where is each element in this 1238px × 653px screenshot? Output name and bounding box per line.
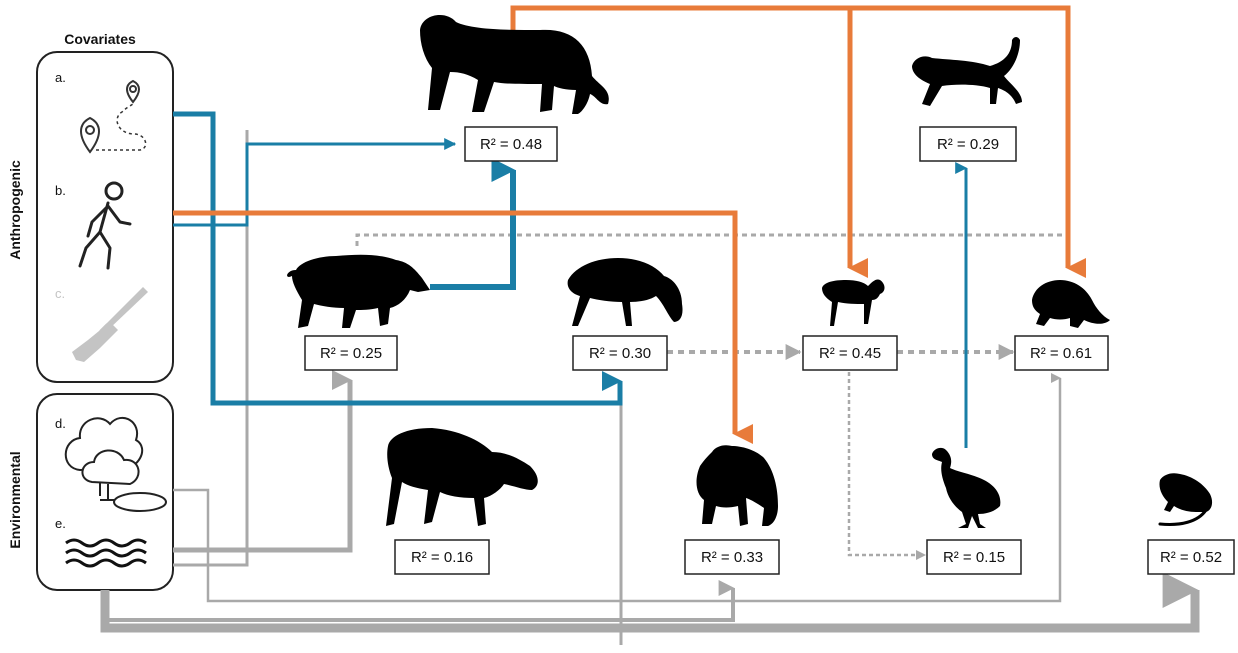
r2-rat: R² = 0.52	[1160, 549, 1222, 566]
golden-cat-icon	[912, 37, 1022, 106]
pangolin-icon	[1032, 280, 1110, 328]
hiker-icon	[78, 181, 132, 270]
node-guineafowl: R² = 0.15	[926, 539, 1022, 575]
covariates-title: Covariates	[64, 31, 136, 47]
r2-duiker: R² = 0.45	[819, 345, 881, 362]
route-pins-icon	[80, 79, 147, 154]
hiker-to-chimp-arrow	[173, 210, 753, 444]
leopard-to-pangolin-arrow	[510, 5, 1086, 278]
environmental-paths	[100, 130, 1200, 645]
pig-to-leopard-arrow	[430, 158, 516, 290]
leopard-icon	[420, 15, 609, 115]
node-pangolin: R² = 0.61	[1014, 335, 1109, 371]
water-waves-icon	[65, 538, 147, 568]
r2-chimpanzee: R² = 0.33	[701, 549, 763, 566]
covariate-c-letter: c.	[55, 286, 65, 301]
animal-silhouettes	[287, 15, 1213, 528]
anthropogenic-label: Anthropogenic	[7, 160, 23, 260]
node-yellow-backed-duiker: R² = 0.16	[394, 539, 490, 575]
pig-to-pangolin-dotted	[355, 233, 1070, 246]
r2-pig: R² = 0.25	[320, 345, 382, 362]
duiker-to-guineafowl-dotted	[847, 372, 926, 560]
covariate-d-letter: d.	[55, 416, 66, 431]
guineafowl-icon	[932, 447, 1001, 528]
r2-boxes: R² = 0.48 R² = 0.29 R² = 0.25 R² = 0.30 …	[304, 126, 1235, 575]
node-pig: R² = 0.25	[304, 335, 398, 371]
r2-guineafowl: R² = 0.15	[943, 549, 1005, 566]
node-bushbuck: R² = 0.30	[572, 335, 668, 371]
yellow-backed-duiker-icon	[386, 428, 538, 526]
environmental-label: Environmental	[7, 451, 23, 548]
red-river-hog-icon	[287, 254, 430, 328]
r2-leopard: R² = 0.48	[480, 136, 542, 153]
r2-golden-cat: R² = 0.29	[937, 136, 999, 153]
hiker-to-leopard-arrow	[173, 138, 457, 227]
trees-icon	[64, 417, 167, 512]
covariate-b-letter: b.	[55, 183, 66, 198]
env-to-pangolin-arrow	[173, 373, 1062, 603]
node-duiker: R² = 0.45	[802, 335, 898, 371]
covariate-e-letter: e.	[55, 516, 66, 531]
predator-orange-paths	[173, 5, 1086, 444]
env-to-chimp-arrow	[105, 580, 735, 622]
node-golden-cat: R² = 0.29	[919, 126, 1017, 162]
r2-pangolin: R² = 0.61	[1030, 345, 1092, 362]
covariate-a-letter: a.	[55, 70, 66, 85]
node-chimpanzee: R² = 0.33	[684, 539, 780, 575]
env-to-rat-arrow	[100, 572, 1200, 633]
route-to-bushbuck-arrow	[173, 111, 623, 406]
env-to-leopard-gray-arrow	[173, 130, 249, 567]
rat-icon	[1158, 473, 1213, 526]
anthropogenic-blue-paths	[173, 111, 968, 448]
rifle-icon	[72, 287, 148, 362]
blue-duiker-icon	[822, 279, 885, 326]
bushbuck-icon	[567, 258, 683, 326]
env-to-pig-arrow	[173, 370, 353, 553]
r2-yellow-backed-duiker: R² = 0.16	[411, 549, 473, 566]
node-leopard: R² = 0.48	[464, 126, 558, 162]
node-rat: R² = 0.52	[1147, 539, 1235, 575]
r2-bushbuck: R² = 0.30	[589, 345, 651, 362]
covariate-icons: a. b. c. d. e.	[55, 70, 167, 568]
chimpanzee-icon	[696, 445, 778, 526]
